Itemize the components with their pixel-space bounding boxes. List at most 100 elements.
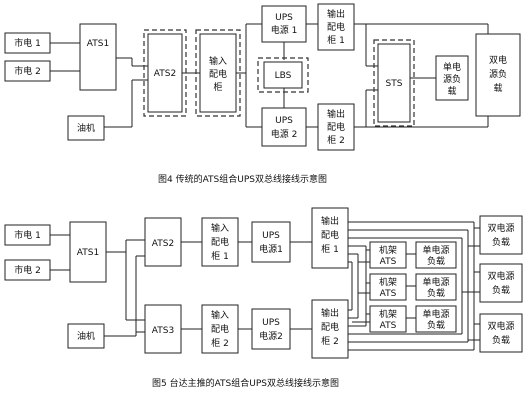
svg-text:柜 1: 柜 1: [327, 34, 345, 46]
f5-output-panel1-box: 输出 配电 柜 1: [311, 207, 349, 269]
svg-text:双电: 双电: [489, 54, 507, 66]
svg-text:输入: 输入: [211, 222, 229, 234]
svg-text:STS: STS: [386, 79, 403, 89]
figure5-diagram: 市电 1 市电 2 ATS1 油机 ATS2 ATS3 输入 配电 柜 1: [4, 207, 523, 389]
svg-text:ATS1: ATS1: [87, 39, 109, 49]
svg-text:源负: 源负: [489, 68, 507, 80]
sts-box: STS: [377, 43, 411, 123]
svg-text:ATS: ATS: [380, 257, 397, 267]
svg-text:柜 2: 柜 2: [211, 337, 229, 349]
f5-input-panel1-box: 输入 配电 柜 1: [201, 217, 239, 267]
svg-text:输出: 输出: [327, 8, 345, 20]
svg-text:柜 2: 柜 2: [327, 134, 345, 146]
svg-text:输出: 输出: [327, 108, 345, 120]
svg-text:油机: 油机: [77, 330, 95, 342]
single-load-1-box: 单电源 负载: [415, 241, 457, 269]
svg-text:负载: 负载: [492, 284, 510, 296]
input-panel-box: 输入 配电 柜: [199, 33, 237, 113]
svg-text:载: 载: [493, 82, 502, 94]
svg-text:源负: 源负: [443, 73, 461, 85]
figure5-wires: [50, 221, 480, 351]
svg-text:市电 2: 市电 2: [14, 65, 41, 77]
svg-text:双电源: 双电源: [487, 320, 514, 332]
svg-text:ATS: ATS: [380, 321, 397, 331]
city1-box: 市电 1: [4, 32, 51, 54]
f5-ats2-box: ATS2: [144, 217, 182, 267]
f5-city2-box: 市电 2: [4, 259, 51, 281]
svg-text:配电: 配电: [211, 236, 229, 248]
svg-text:机架: 机架: [379, 276, 397, 288]
svg-text:单电: 单电: [443, 61, 461, 73]
lbs-enclosure: [257, 57, 309, 93]
svg-text:ATS: ATS: [380, 289, 397, 299]
svg-text:UPS: UPS: [275, 13, 293, 23]
f5-ups2-box: UPS 电源2: [251, 308, 291, 350]
svg-text:油机: 油机: [77, 122, 95, 134]
dual-load-3-box: 双电源 负载: [479, 313, 523, 353]
svg-text:电源1: 电源1: [259, 243, 283, 255]
f5-ats3-box: ATS3: [144, 304, 182, 354]
figure4-wires: [50, 23, 489, 128]
svg-text:配电: 配电: [321, 321, 339, 333]
ups2-box: UPS 电源 2: [261, 107, 307, 147]
svg-text:输入: 输入: [209, 55, 227, 67]
svg-text:ATS3: ATS3: [152, 326, 174, 336]
svg-text:柜 1: 柜 1: [211, 250, 229, 262]
svg-text:配电: 配电: [209, 68, 227, 80]
rack-ats-3-box: 机架 ATS: [369, 305, 407, 333]
svg-text:负载: 负载: [427, 319, 445, 331]
lbs-box: LBS: [263, 61, 303, 89]
f5-output-panel2-box: 输出 配电 柜 2: [311, 299, 349, 359]
svg-text:配电: 配电: [211, 323, 229, 335]
svg-text:ATS2: ATS2: [154, 69, 176, 79]
f5-input-panel2-box: 输入 配电 柜 2: [201, 304, 239, 354]
figure5-caption: 图5 台达主推的ATS组合UPS双总线接线示意图: [152, 377, 339, 389]
dual-load-2-box: 双电源 负载: [479, 263, 523, 303]
ats2-box: ATS2: [147, 33, 183, 113]
svg-text:柜 2: 柜 2: [321, 335, 339, 347]
output-panel2-box: 输出 配电 柜 2: [317, 103, 355, 151]
svg-text:配电: 配电: [327, 21, 345, 33]
svg-text:市电 1: 市电 1: [14, 37, 41, 49]
sts-enclosure: [373, 39, 415, 127]
svg-text:载: 载: [447, 85, 456, 97]
f5-generator-box: 油机: [67, 323, 105, 349]
output-panel1-box: 输出 配电 柜 1: [317, 3, 355, 51]
svg-text:电源2: 电源2: [259, 330, 283, 342]
single-load-3-box: 单电源 负载: [415, 305, 457, 333]
ups1-box: UPS 电源 1: [261, 5, 307, 43]
generator-box: 油机: [67, 115, 105, 141]
svg-text:负载: 负载: [427, 287, 445, 299]
svg-text:负载: 负载: [492, 236, 510, 248]
svg-text:UPS: UPS: [275, 116, 293, 126]
f5-ups1-box: UPS 电源1: [251, 221, 291, 263]
f5-ats1-box: ATS1: [69, 221, 107, 283]
svg-text:机架: 机架: [379, 308, 397, 320]
svg-text:配电: 配电: [327, 121, 345, 133]
svg-text:柜 1: 柜 1: [321, 243, 339, 255]
ats1-box: ATS1: [79, 23, 117, 91]
ats2-enclosure: [143, 29, 187, 117]
svg-text:单电源: 单电源: [422, 276, 449, 288]
svg-text:UPS: UPS: [262, 231, 280, 241]
svg-text:输出: 输出: [321, 307, 339, 319]
svg-text:ATS1: ATS1: [77, 248, 99, 258]
svg-text:LBS: LBS: [275, 71, 292, 81]
svg-text:柜: 柜: [213, 81, 222, 93]
svg-text:配电: 配电: [321, 229, 339, 241]
svg-text:电源 1: 电源 1: [271, 24, 298, 36]
svg-text:单电源: 单电源: [422, 244, 449, 256]
svg-text:ATS2: ATS2: [152, 239, 174, 249]
svg-text:输出: 输出: [321, 215, 339, 227]
figure4-diagram: 市电 1 市电 2 ATS1 油机 ATS2 输入 配电 柜 UPS 电源 1: [4, 3, 521, 185]
svg-text:双电源: 双电源: [487, 222, 514, 234]
svg-text:电源 2: 电源 2: [271, 128, 298, 140]
svg-text:负载: 负载: [427, 255, 445, 267]
city2-box: 市电 2: [4, 60, 51, 82]
svg-text:负载: 负载: [492, 334, 510, 346]
figure4-caption: 图4 传统的ATS组合UPS双总线接线示意图: [158, 173, 327, 185]
svg-text:双电源: 双电源: [487, 270, 514, 282]
single-load-box: 单电 源负 载: [435, 55, 469, 101]
rack-ats-1-box: 机架 ATS: [369, 241, 407, 269]
